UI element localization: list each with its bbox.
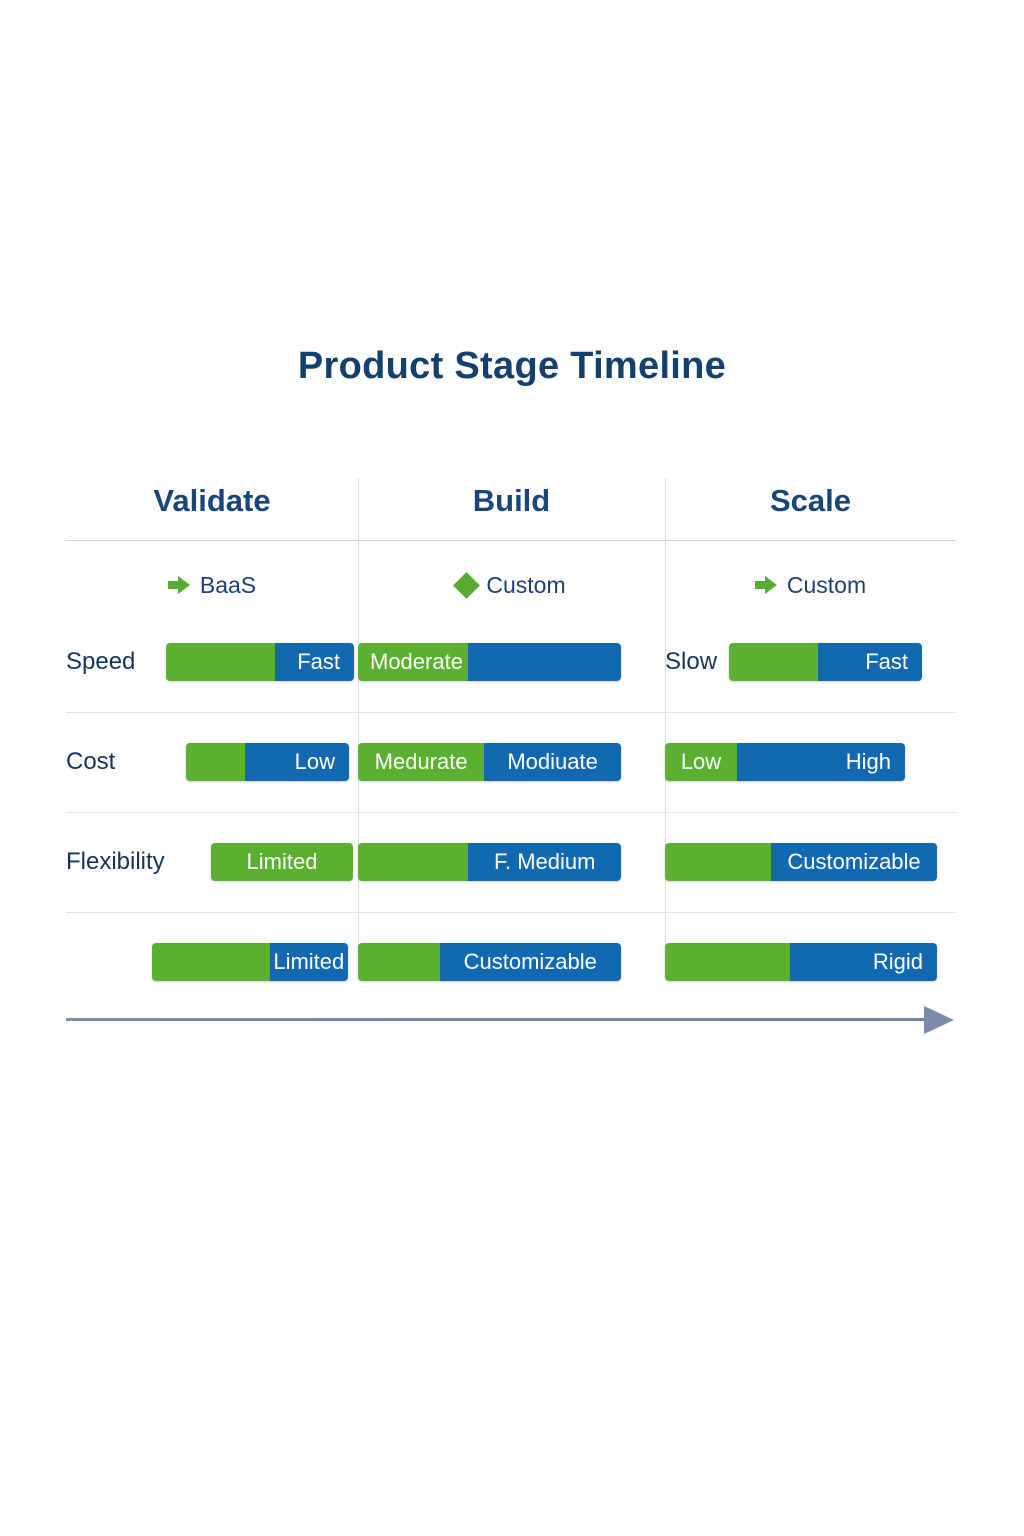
bar-row4-validate[interactable]: Limited <box>152 943 348 981</box>
column-header-scale[interactable]: Scale <box>769 483 851 518</box>
table-row: Speed Fast Moderate Slow Fast <box>66 612 956 712</box>
bar-segment-green: Low <box>665 743 737 781</box>
cell-row4-scale[interactable]: Rigid <box>665 912 956 1012</box>
cell-cost-scale[interactable]: Low High <box>665 712 956 812</box>
bar-segment-green <box>665 843 772 881</box>
bar-segment-blue <box>468 643 621 681</box>
bar-cost-scale[interactable]: Low High <box>665 743 905 781</box>
table-row: Cost Low Medurate Modiuate Low High <box>66 712 956 812</box>
bar-flexibility-build[interactable]: F. Medium <box>358 843 621 881</box>
column-header-row: Validate Build Scale <box>66 472 956 541</box>
arrow-right-icon <box>754 576 777 594</box>
column-header-build[interactable]: Build <box>472 483 551 518</box>
row-label-flexibility: Flexibility <box>66 848 165 875</box>
bar-segment-blue: Rigid <box>790 943 937 981</box>
table-row: Flexibility Limited F. Medium Customizab… <box>66 812 956 912</box>
timeline-arrow-shaft <box>66 1018 928 1021</box>
cell-flexibility-build[interactable]: F. Medium <box>358 812 665 912</box>
bar-segment-blue: Limited <box>269 943 348 981</box>
bar-segment-blue: Customizable <box>771 843 937 881</box>
bar-segment-blue: Fast <box>275 643 354 681</box>
stage-matrix: Validate Build Scale BaaS Custom Custom … <box>66 472 956 982</box>
cell-flexibility-scale[interactable]: Customizable <box>665 812 956 912</box>
column-marker-label: BaaS <box>199 571 257 598</box>
bar-speed-scale[interactable]: Fast <box>729 643 923 681</box>
column-divider-2 <box>665 478 666 956</box>
timeline-arrow-icon <box>66 1006 956 1036</box>
bar-flexibility-validate[interactable]: Limited <box>211 843 353 881</box>
cell-row4-validate[interactable]: Limited <box>66 912 358 1012</box>
bar-segment-green <box>166 643 276 681</box>
column-marker-scale: Custom <box>665 564 956 606</box>
row-divider <box>66 712 956 713</box>
bar-segment-green <box>358 943 440 981</box>
header-divider <box>66 540 956 541</box>
bar-segment-green <box>665 943 791 981</box>
cell-speed-validate[interactable]: Speed Fast <box>66 612 358 712</box>
column-header-validate[interactable]: Validate <box>153 483 271 518</box>
bar-segment-green <box>729 643 818 681</box>
page-title: Product Stage Timeline <box>297 345 727 387</box>
table-row: Limited Customizable Rigid <box>66 912 956 1012</box>
bar-segment-blue: Modiuate <box>484 743 621 781</box>
bar-row4-build[interactable]: Customizable <box>358 943 621 981</box>
bar-segment-blue: F. Medium <box>468 843 621 881</box>
bar-cost-validate[interactable]: Low <box>186 743 349 781</box>
column-marker-label: Custom <box>786 571 867 598</box>
bar-outside-label: Slow <box>665 648 718 675</box>
row-label-speed: Speed <box>66 648 136 675</box>
bar-segment-green <box>186 743 245 781</box>
cell-row4-build[interactable]: Customizable <box>358 912 665 1012</box>
column-marker-build: Custom <box>358 564 665 606</box>
column-marker-row: BaaS Custom Custom <box>66 564 956 606</box>
diamond-icon <box>453 571 481 599</box>
cell-speed-build[interactable]: Moderate <box>358 612 665 712</box>
column-divider-1 <box>358 478 359 956</box>
row-divider <box>66 912 956 913</box>
row-label-cost: Cost <box>66 748 116 775</box>
bar-speed-build[interactable]: Moderate <box>358 643 621 681</box>
bar-cost-build[interactable]: Medurate Modiuate <box>358 743 621 781</box>
column-marker-validate: BaaS <box>66 564 358 606</box>
arrow-right-icon <box>167 576 190 594</box>
cell-cost-build[interactable]: Medurate Modiuate <box>358 712 665 812</box>
bar-segment-green <box>358 843 469 881</box>
bar-segment-blue: Low <box>244 743 349 781</box>
bar-segment-blue: Fast <box>817 643 923 681</box>
cell-flexibility-validate[interactable]: Flexibility Limited <box>66 812 358 912</box>
bar-segment-blue: Customizable <box>439 943 621 981</box>
bar-segment-green: Moderate <box>358 643 469 681</box>
bar-row4-scale[interactable]: Rigid <box>665 943 937 981</box>
timeline-arrow-head <box>924 1006 954 1034</box>
bar-speed-validate[interactable]: Fast <box>166 643 354 681</box>
bar-segment-green: Limited <box>211 843 353 881</box>
row-divider <box>66 812 956 813</box>
bar-segment-blue: High <box>737 743 905 781</box>
bar-segment-green: Medurate <box>358 743 485 781</box>
bar-segment-green <box>152 943 270 981</box>
column-marker-label: Custom <box>486 571 566 598</box>
cell-cost-validate[interactable]: Cost Low <box>66 712 358 812</box>
bar-flexibility-scale[interactable]: Customizable <box>665 843 937 881</box>
cell-speed-scale[interactable]: Slow Fast <box>665 612 956 712</box>
